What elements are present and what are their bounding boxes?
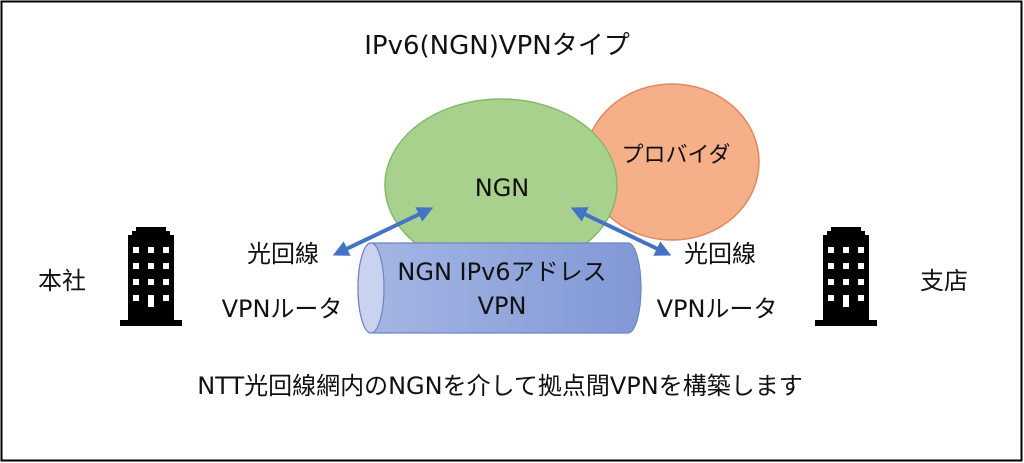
left-site-name: 本社: [38, 267, 86, 295]
vpn-tunnel: NGN IPv6アドレス VPN: [357, 242, 642, 334]
right-arrow: [570, 207, 672, 256]
right-router-label: VPNルータ: [657, 295, 778, 323]
caption: NTT光回線網内のNGNを介して拠点間VPNを構築します: [197, 372, 802, 400]
right-site-name: 支店: [920, 267, 968, 295]
headquarters-building-icon: [120, 227, 182, 326]
left-line-label: 光回線: [247, 240, 319, 268]
left-arrow: [332, 207, 434, 256]
tunnel-label-line1: NGN IPv6アドレス: [397, 258, 606, 286]
provider-label: プロバイダ: [621, 143, 730, 168]
tunnel-label-line2: VPN: [478, 292, 527, 320]
ngn-label: NGN: [475, 174, 530, 202]
left-router-label: VPNルータ: [222, 295, 343, 323]
right-line-label: 光回線: [684, 240, 756, 268]
branch-building-icon: [815, 227, 877, 326]
diagram-title: IPv6(NGN)VPNタイプ: [364, 31, 630, 61]
